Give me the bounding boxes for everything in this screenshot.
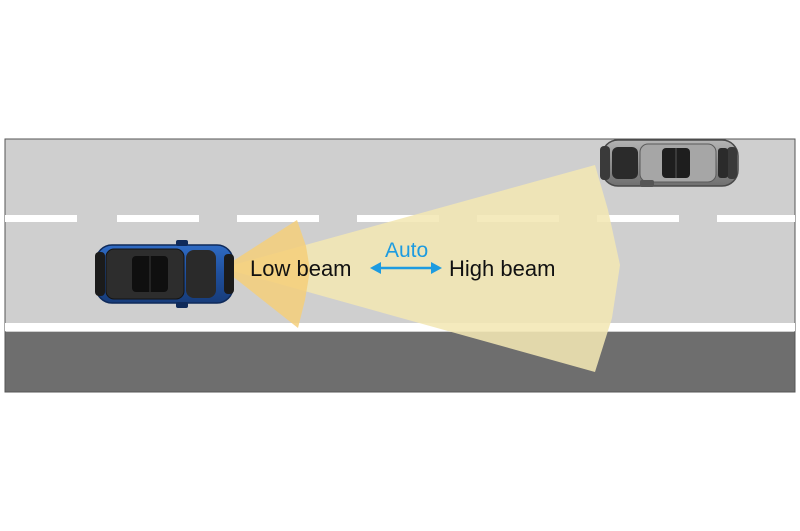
road-shoulder — [5, 332, 795, 392]
double-arrow-icon — [370, 262, 442, 274]
low-beam-label: Low beam — [250, 256, 352, 281]
oncoming-car — [600, 139, 739, 187]
gray-car-icon — [600, 139, 739, 187]
blue-car-icon — [95, 240, 234, 308]
low-beam-light — [222, 220, 310, 328]
road-border — [4, 138, 796, 393]
high-beam-label: High beam — [449, 256, 555, 281]
own-car — [95, 240, 234, 308]
edge-line — [5, 323, 795, 331]
auto-label: Auto — [385, 239, 428, 262]
